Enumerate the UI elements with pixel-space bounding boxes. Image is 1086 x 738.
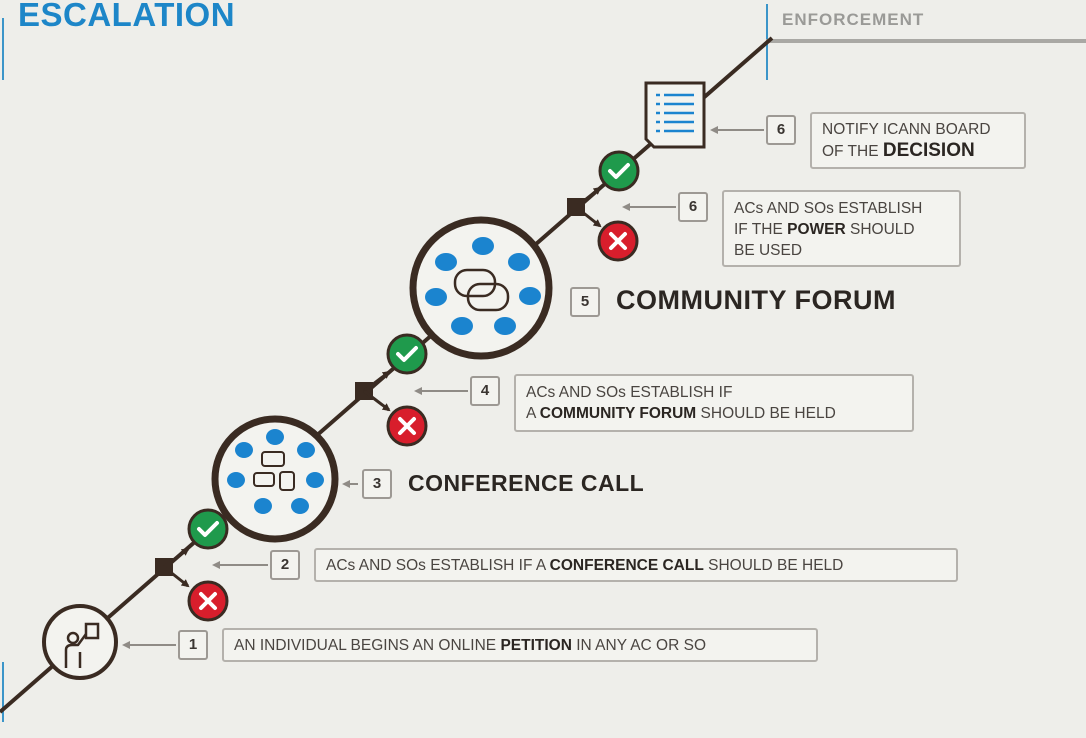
step-number-6b: 6 bbox=[766, 115, 796, 145]
step-4-line-2-bold: COMMUNITY FORUM bbox=[539, 405, 697, 422]
step-6a-line-2: IF THE POWER SHOULD bbox=[734, 219, 949, 240]
step-6b-box: NOTIFY ICANN BOARD OF THE DECISION bbox=[810, 112, 1026, 169]
step-6b-line-2-bold: DECISION bbox=[882, 140, 975, 161]
decision-node-icon bbox=[567, 186, 602, 228]
decision-node-icon bbox=[155, 547, 190, 588]
step-1-box: AN INDIVIDUAL BEGINS AN ONLINE PETITION … bbox=[222, 628, 818, 662]
step-2-text-pre: ACs AND SOs ESTABLISH IF A bbox=[326, 557, 550, 574]
step-4-line-2: A COMMUNITY FORUM SHOULD BE HELD bbox=[526, 403, 902, 424]
decision-node-icon bbox=[355, 370, 391, 412]
enforcement-label: ENFORCEMENT bbox=[782, 10, 925, 29]
x-icon bbox=[597, 220, 639, 262]
step-2-text-bold: CONFERENCE CALL bbox=[549, 557, 704, 574]
step-6a-line-2-post: SHOULD bbox=[845, 221, 915, 238]
x-icon bbox=[386, 405, 428, 447]
step-number-4: 4 bbox=[470, 376, 500, 406]
x-icon bbox=[187, 580, 229, 622]
step-6b-line-2: OF THE DECISION bbox=[822, 140, 1014, 162]
step-6a-line-3: BE USED bbox=[734, 242, 803, 259]
petition-person-icon bbox=[42, 604, 118, 680]
page-title: ESCALATION bbox=[18, 0, 236, 33]
step-4-line-1: ACs AND SOs ESTABLISH IF bbox=[526, 384, 733, 401]
conference-call-label: CONFERENCE CALL bbox=[408, 470, 645, 496]
community-forum-icon bbox=[409, 216, 553, 360]
step-number-5: 5 bbox=[570, 287, 600, 317]
step-4-box: ACs AND SOs ESTABLISH IF A COMMUNITY FOR… bbox=[514, 374, 914, 432]
step-number-2: 2 bbox=[270, 550, 300, 580]
left-divider-bottom bbox=[2, 662, 4, 722]
step-6a-line-1: ACs AND SOs ESTABLISH bbox=[734, 200, 923, 217]
step-6a-line-2-bold: POWER bbox=[787, 221, 846, 238]
step-number-3: 3 bbox=[362, 469, 392, 499]
step-4-line-2-post: SHOULD BE HELD bbox=[696, 405, 836, 422]
checkmark-icon bbox=[386, 333, 428, 375]
step-number-1: 1 bbox=[178, 630, 208, 660]
step-6a-line-2-pre: IF THE bbox=[734, 221, 788, 238]
checkmark-icon bbox=[187, 508, 229, 550]
left-divider bbox=[2, 18, 4, 80]
step-1-text-bold: PETITION bbox=[500, 637, 572, 654]
step-6b-line-1: NOTIFY ICANN BOARD bbox=[822, 121, 991, 138]
conference-call-icon bbox=[211, 415, 339, 543]
step-6a-box: ACs AND SOs ESTABLISH IF THE POWER SHOUL… bbox=[722, 190, 961, 267]
community-forum-label: COMMUNITY FORUM bbox=[616, 285, 896, 315]
step-2-box: ACs AND SOs ESTABLISH IF A CONFERENCE CA… bbox=[314, 548, 958, 582]
checkmark-icon bbox=[598, 150, 640, 192]
step-1-text-post: IN ANY AC OR SO bbox=[571, 637, 707, 654]
step-2-text-post: SHOULD BE HELD bbox=[703, 557, 844, 574]
step-1-text-pre: AN INDIVIDUAL BEGINS AN ONLINE bbox=[234, 637, 501, 654]
document-icon bbox=[644, 81, 706, 149]
step-6b-line-2-pre: OF THE bbox=[822, 143, 883, 160]
step-number-6a: 6 bbox=[678, 192, 708, 222]
step-4-line-2-pre: A bbox=[526, 405, 540, 422]
